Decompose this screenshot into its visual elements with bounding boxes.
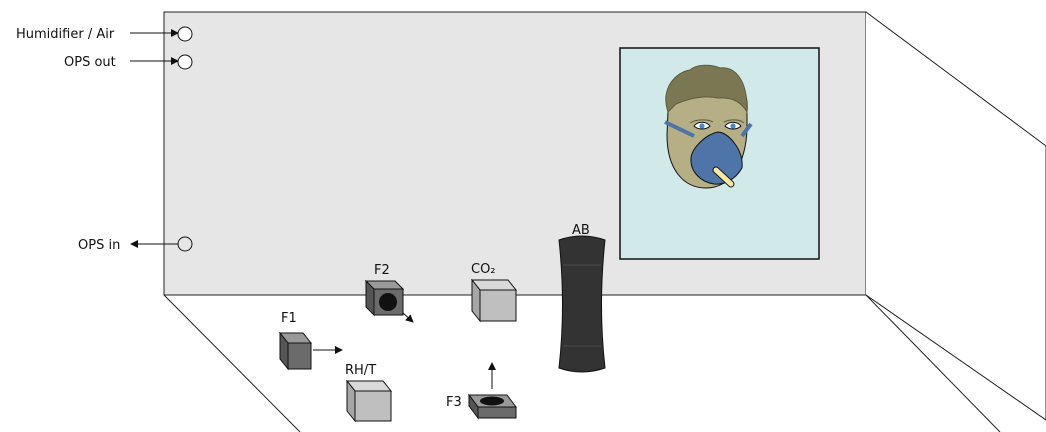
f2-unit: F2 bbox=[364, 263, 414, 323]
ab-body bbox=[558, 235, 606, 373]
f3-opening bbox=[480, 396, 504, 406]
f2-label: F2 bbox=[374, 263, 390, 278]
portrait-panel bbox=[619, 47, 820, 260]
rht-unit: RH/T bbox=[345, 363, 393, 423]
ab-label: AB bbox=[572, 223, 590, 238]
face-with-mask-icon bbox=[664, 64, 753, 189]
ops-in-label: OPS in bbox=[78, 238, 120, 253]
co2-unit: CO₂ bbox=[470, 262, 518, 323]
humidifier-port-circle bbox=[177, 26, 193, 42]
port-ops-out: OPS out bbox=[64, 54, 193, 70]
f3-label: F3 bbox=[446, 395, 462, 410]
ops-in-port-circle bbox=[177, 236, 193, 252]
port-ops-in: OPS in bbox=[78, 236, 193, 253]
ops-out-label: OPS out bbox=[64, 55, 116, 70]
humidifier-label: Humidifier / Air bbox=[16, 27, 115, 42]
ops-out-port-circle bbox=[177, 54, 193, 70]
f1-unit: F1 bbox=[278, 311, 343, 371]
ab-device: AB bbox=[558, 223, 606, 373]
co2-label: CO₂ bbox=[471, 262, 496, 277]
tube-icon bbox=[712, 166, 735, 188]
f2-opening bbox=[379, 293, 397, 311]
port-humidifier: Humidifier / Air bbox=[16, 26, 193, 42]
f3-unit: F3 bbox=[446, 362, 517, 420]
rht-label: RH/T bbox=[345, 363, 376, 378]
right-wall bbox=[865, 11, 1046, 421]
f1-label: F1 bbox=[281, 311, 297, 326]
floor-left-edge bbox=[163, 294, 301, 432]
floor-right-edge bbox=[865, 294, 1001, 432]
